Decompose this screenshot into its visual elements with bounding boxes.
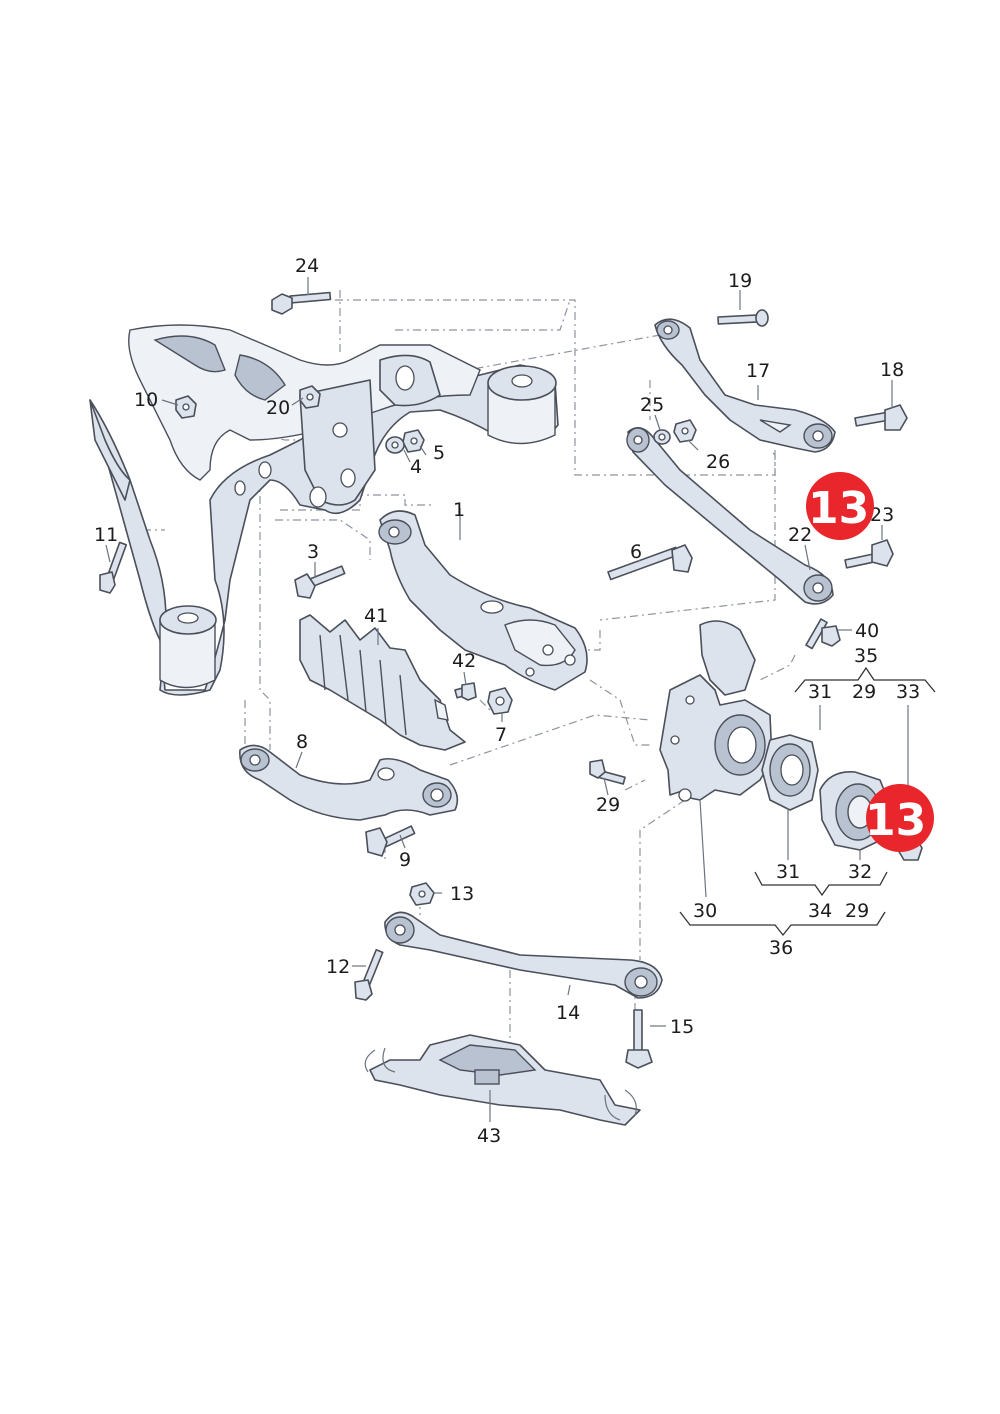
callout-3: 3 [307,541,319,563]
callout-32: 32 [848,861,872,883]
protective-cover-41 [299,614,466,751]
upper-link-17 [654,318,836,453]
underbody-cover-43 [364,1034,641,1126]
callout-42: 42 [452,650,476,672]
callout-29-bottom: 29 [845,900,869,922]
callout-30: 30 [693,900,717,922]
callout-41: 41 [364,605,388,627]
callout-36: 36 [769,937,793,959]
callout-9: 9 [399,849,411,871]
callout-31-bottom: 31 [776,861,800,883]
lower-link-14 [384,911,663,999]
callout-17: 17 [746,360,770,382]
badge-13-upper: 13 [806,472,874,540]
callout-18: 18 [880,359,904,381]
control-arm-1 [378,510,588,691]
callout-6: 6 [630,541,642,563]
callout-29-mid: 29 [596,794,620,816]
callout-11: 11 [94,524,118,546]
badge-13-lower: 13 [865,784,934,852]
callout-12: 12 [326,956,350,978]
callout-5: 5 [433,442,445,464]
callout-26: 26 [706,451,730,473]
callout-35: 35 [854,645,878,667]
callout-8: 8 [296,731,308,753]
callout-14: 14 [556,1002,580,1024]
callout-10: 10 [134,389,158,411]
callout-4: 4 [410,456,422,478]
callout-33: 33 [896,681,920,703]
control-link-22 [626,427,834,605]
part-callouts: 24 19 18 17 25 26 10 20 5 4 1 23 22 11 3… [94,255,920,1147]
callout-40: 40 [855,620,879,642]
callout-22: 22 [788,524,812,546]
callout-19: 19 [728,270,752,292]
callout-31-top: 31 [808,681,832,703]
callout-20: 20 [266,397,290,419]
callout-34: 34 [808,900,832,922]
wheel-carrier-30 [659,620,773,802]
bearing-flange-31 [761,734,819,811]
callout-13: 13 [450,883,474,905]
badge-circle [866,784,934,852]
callout-25: 25 [640,394,664,416]
callout-7: 7 [495,724,507,746]
callout-23: 23 [870,504,894,526]
badge-label: 13 [808,483,869,534]
callout-1: 1 [453,499,465,521]
callout-24: 24 [295,255,319,277]
callout-15: 15 [670,1016,694,1038]
grouping-braces [679,666,936,937]
callout-29-top: 29 [852,681,876,703]
badge-label: 13 [865,795,926,846]
badge-circle [806,472,874,540]
callout-43: 43 [477,1125,501,1147]
control-arm-8 [239,744,459,821]
